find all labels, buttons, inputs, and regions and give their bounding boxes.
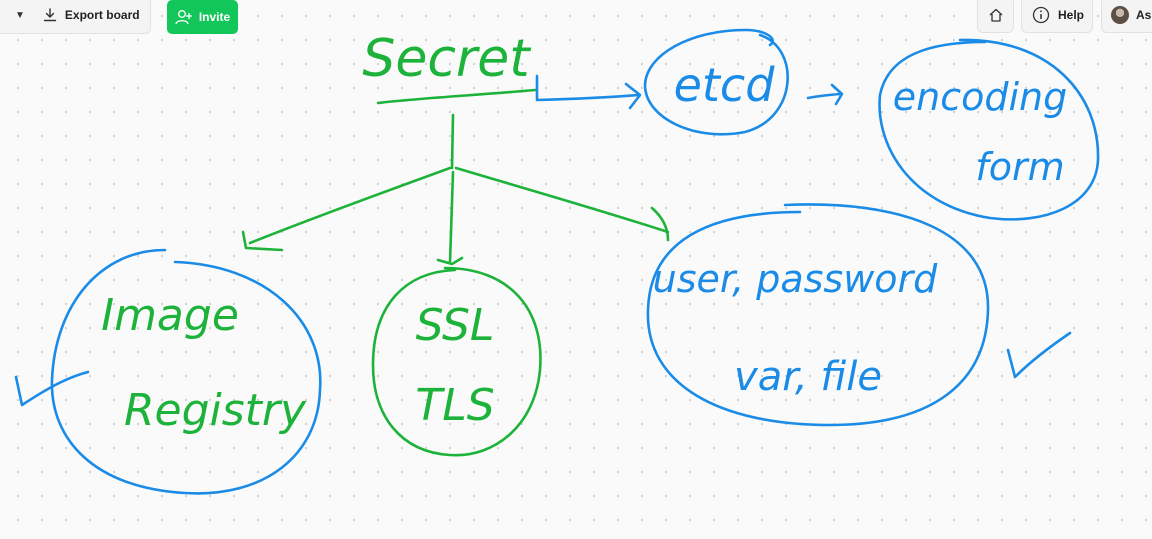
invite-label: Invite — [198, 10, 231, 24]
chevron-down-icon[interactable]: ▼ — [15, 9, 25, 21]
encoding-circle — [878, 38, 1100, 221]
tree-trunk — [450, 113, 455, 170]
title-secret: Secret — [362, 29, 531, 89]
title-underline — [376, 88, 537, 105]
checkmark-left — [14, 370, 90, 407]
ssl-tls-circle — [371, 266, 542, 457]
export-board-button[interactable]: Export board — [43, 8, 140, 22]
ssl-label: SSL — [416, 300, 495, 351]
checkmark-right — [1006, 331, 1072, 379]
help-button[interactable]: Help — [1021, 0, 1093, 33]
etcd-label: etcd — [674, 58, 776, 112]
branch-mid-arrow — [436, 170, 464, 266]
invite-button[interactable]: Invite — [167, 0, 238, 34]
help-label: Help — [1058, 7, 1085, 22]
image-registry-circle — [50, 248, 322, 495]
board-toolbar: ▼ Export board — [0, 0, 151, 34]
download-icon — [43, 8, 57, 22]
user-password-label: user, password — [653, 257, 939, 301]
branch-right-arrow — [454, 166, 670, 242]
home-button[interactable] — [977, 0, 1014, 33]
info-icon — [1032, 6, 1050, 23]
image-label: Image — [101, 290, 239, 341]
encoding-label: encoding — [893, 75, 1068, 119]
home-icon — [989, 8, 1002, 22]
export-board-label: Export board — [64, 8, 140, 22]
form-label: form — [975, 145, 1064, 189]
etcd-circle — [643, 28, 789, 136]
user-password-circle — [646, 203, 990, 427]
arrow-to-etcd — [535, 74, 642, 110]
add-user-icon — [175, 10, 192, 25]
var-file-label: var, file — [734, 354, 882, 400]
avatar — [1111, 5, 1129, 24]
branch-left-arrow — [241, 166, 452, 252]
user-name: Ash — [1136, 7, 1152, 22]
registry-label: Registry — [124, 385, 307, 436]
arrow-to-encoding — [806, 83, 844, 106]
tls-label: TLS — [415, 380, 494, 431]
user-menu-button[interactable]: Ash — [1101, 0, 1152, 33]
